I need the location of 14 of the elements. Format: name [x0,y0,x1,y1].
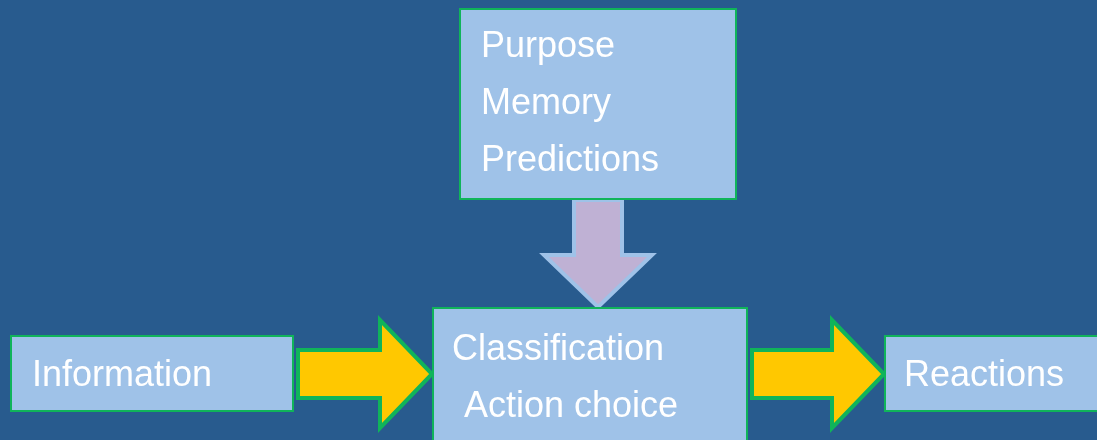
box-label: Classification [452,326,666,370]
box-label: Predictions [481,137,661,181]
process-box [884,335,1097,412]
box-label: Memory [481,80,612,124]
block-arrow [296,315,435,433]
block-arrow [750,315,887,433]
box-label: Reactions [904,352,1066,396]
process-box [432,307,748,440]
process-box [10,335,294,412]
box-label: Purpose [481,23,617,67]
box-label: Action choice [464,383,680,427]
box-label: Information [32,352,214,396]
block-arrow [539,198,657,310]
process-box [459,8,737,200]
